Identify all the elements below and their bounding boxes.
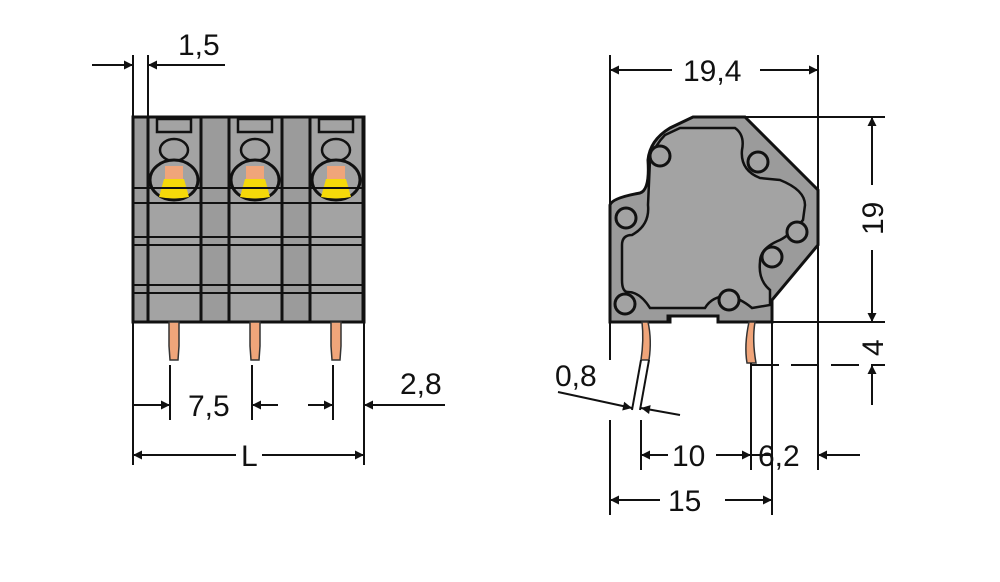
release-slot[interactable] xyxy=(317,117,355,134)
solder-pin xyxy=(330,321,342,361)
dim-pin-spacing: 10 xyxy=(672,440,705,473)
dim-pin-to-edge: 6,2 xyxy=(758,440,800,473)
dim-wall: 1,5 xyxy=(178,29,220,62)
dim-length: L xyxy=(241,440,258,473)
dim-height: 19 xyxy=(857,202,890,235)
release-slot[interactable] xyxy=(155,117,193,134)
contact xyxy=(165,166,183,179)
dim-width: 19,4 xyxy=(683,55,741,88)
dim-pin-diameter: 0,8 xyxy=(555,360,597,393)
release-slot[interactable] xyxy=(236,117,274,134)
pin-front xyxy=(640,321,652,361)
front-view: 1,5 7,5 2,8 L xyxy=(92,29,445,473)
pin-rear xyxy=(745,321,757,364)
dim-pitch: 7,5 xyxy=(188,390,230,423)
contact xyxy=(246,166,264,179)
pole xyxy=(146,115,203,361)
pole xyxy=(308,115,365,361)
pole xyxy=(227,115,284,361)
mounting-holes xyxy=(613,144,809,316)
side-view: 19,4 19 4 0,8 10 6,2 15 xyxy=(555,55,890,518)
solder-pin xyxy=(249,321,261,361)
dim-depth: 15 xyxy=(668,485,701,518)
housing-lines xyxy=(133,187,364,294)
solder-pin xyxy=(168,321,180,361)
contact xyxy=(327,166,345,179)
dim-pin-offset: 2,8 xyxy=(400,368,442,401)
dim-pin-length: 4 xyxy=(857,339,890,356)
